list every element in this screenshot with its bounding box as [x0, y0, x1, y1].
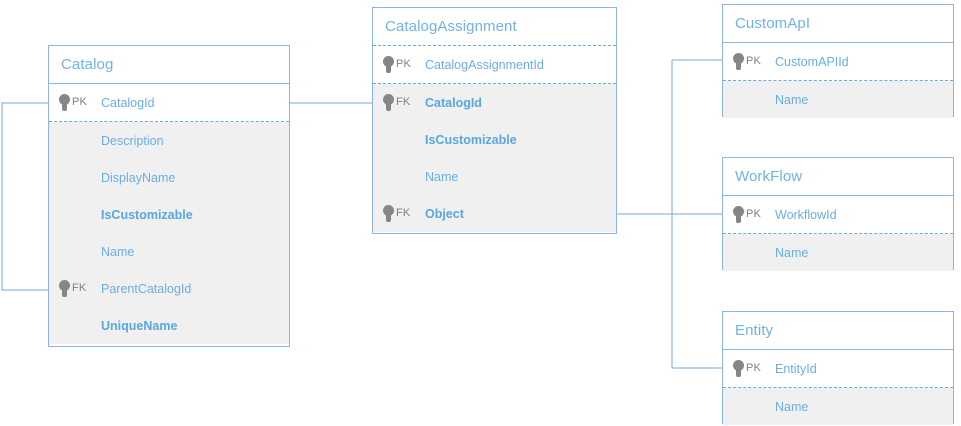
attribute-name: CustomAPIId [775, 54, 849, 69]
entity-catalog-title: Catalog [61, 56, 114, 73]
entity-customapi-attribute-section: Name [723, 81, 953, 118]
entity-catalogassignment-key-section: PK CatalogAssignmentId [373, 46, 616, 84]
table-row[interactable]: PK CustomAPIId [723, 43, 953, 80]
key-label: PK [396, 58, 412, 70]
attribute-name: IsCustomizable [101, 207, 193, 222]
entity-entity-title: Entity [735, 322, 774, 339]
table-row[interactable]: FK Object [373, 195, 616, 232]
key-label: FK [396, 96, 411, 108]
entity-catalogassignment[interactable]: CatalogAssignment PK CatalogAssignmentId [372, 7, 617, 234]
key-icon [59, 94, 70, 111]
key-cell: FK [373, 205, 425, 222]
attribute-name: EntityId [775, 361, 817, 376]
table-row[interactable]: IsCustomizable [49, 196, 289, 233]
entity-workflow-title: WorkFlow [735, 168, 803, 185]
key-label: FK [396, 207, 411, 219]
table-row[interactable]: FK CatalogId [373, 84, 616, 121]
attribute-name: IsCustomizable [425, 132, 517, 147]
key-icon [383, 94, 394, 111]
table-row[interactable]: Name [49, 233, 289, 270]
attribute-name: Name [775, 92, 809, 107]
attribute-name: Description [101, 133, 164, 148]
entity-entity[interactable]: Entity PK EntityId Name [722, 311, 954, 425]
entity-workflow[interactable]: WorkFlow PK WorkflowId Name [722, 157, 954, 271]
key-icon [59, 280, 70, 297]
table-row[interactable]: DisplayName [49, 159, 289, 196]
attribute-name: Object [425, 206, 464, 221]
entity-customapi[interactable]: CustomApI PK CustomAPIId Name [722, 4, 954, 118]
key-icon [383, 56, 394, 73]
table-row[interactable]: PK CatalogAssignmentId [373, 46, 616, 83]
table-row[interactable]: PK EntityId [723, 350, 953, 387]
key-icon [383, 205, 394, 222]
key-icon [733, 53, 744, 70]
table-row[interactable]: Name [723, 388, 953, 425]
entity-workflow-attribute-section: Name [723, 234, 953, 271]
entity-workflow-header: WorkFlow [723, 158, 953, 196]
entity-customapi-header: CustomApI [723, 5, 953, 43]
key-cell: PK [49, 94, 101, 111]
key-cell: PK [723, 360, 775, 377]
table-row[interactable]: FK ParentCatalogId [49, 270, 289, 307]
connector-catalog-self [1, 102, 48, 291]
key-label: PK [746, 362, 762, 374]
table-row[interactable]: PK CatalogId [49, 84, 289, 121]
table-row[interactable]: Name [723, 81, 953, 118]
key-label: PK [746, 208, 762, 220]
entity-customapi-key-section: PK CustomAPIId [723, 43, 953, 81]
entity-catalogassignment-header: CatalogAssignment [373, 8, 616, 46]
table-row[interactable]: PK WorkflowId [723, 196, 953, 233]
table-row[interactable]: UniqueName [49, 307, 289, 344]
table-row[interactable]: IsCustomizable [373, 121, 616, 158]
entity-workflow-key-section: PK WorkflowId [723, 196, 953, 234]
entity-entity-attribute-section: Name [723, 388, 953, 425]
attribute-name: Name [775, 399, 809, 414]
entity-catalogassignment-attribute-section: FK CatalogId IsCustomizable Name FK [373, 84, 616, 232]
entity-entity-key-section: PK EntityId [723, 350, 953, 388]
key-cell: FK [373, 94, 425, 111]
table-row[interactable]: Name [373, 158, 616, 195]
entity-catalog-key-section: PK CatalogId [49, 84, 289, 122]
key-cell: PK [373, 56, 425, 73]
key-label: PK [746, 55, 762, 67]
attribute-name: UniqueName [101, 318, 178, 333]
key-label: FK [72, 282, 87, 294]
attribute-name: WorkflowId [775, 207, 837, 222]
attribute-name: Name [425, 169, 459, 184]
attribute-name: CatalogId [425, 95, 482, 110]
attribute-name: CatalogAssignmentId [425, 57, 544, 72]
key-icon [733, 360, 744, 377]
entity-customapi-title: CustomApI [735, 15, 811, 32]
table-row[interactable]: Name [723, 234, 953, 271]
attribute-name: Name [101, 244, 135, 259]
key-cell: PK [723, 53, 775, 70]
attribute-name: DisplayName [101, 170, 176, 185]
key-cell: PK [723, 206, 775, 223]
entity-catalogassignment-title: CatalogAssignment [385, 18, 517, 35]
attribute-name: CatalogId [101, 95, 155, 110]
entity-catalog-header: Catalog [49, 46, 289, 84]
entity-catalog[interactable]: Catalog PK CatalogId Description Display [48, 45, 290, 347]
attribute-name: ParentCatalogId [101, 281, 192, 296]
attribute-name: Name [775, 245, 809, 260]
key-cell: FK [49, 280, 101, 297]
entity-entity-header: Entity [723, 312, 953, 350]
key-label: PK [72, 96, 88, 108]
entity-catalog-attribute-section: Description DisplayName IsCustomizable N… [49, 122, 289, 344]
key-icon [733, 206, 744, 223]
table-row[interactable]: Description [49, 122, 289, 159]
